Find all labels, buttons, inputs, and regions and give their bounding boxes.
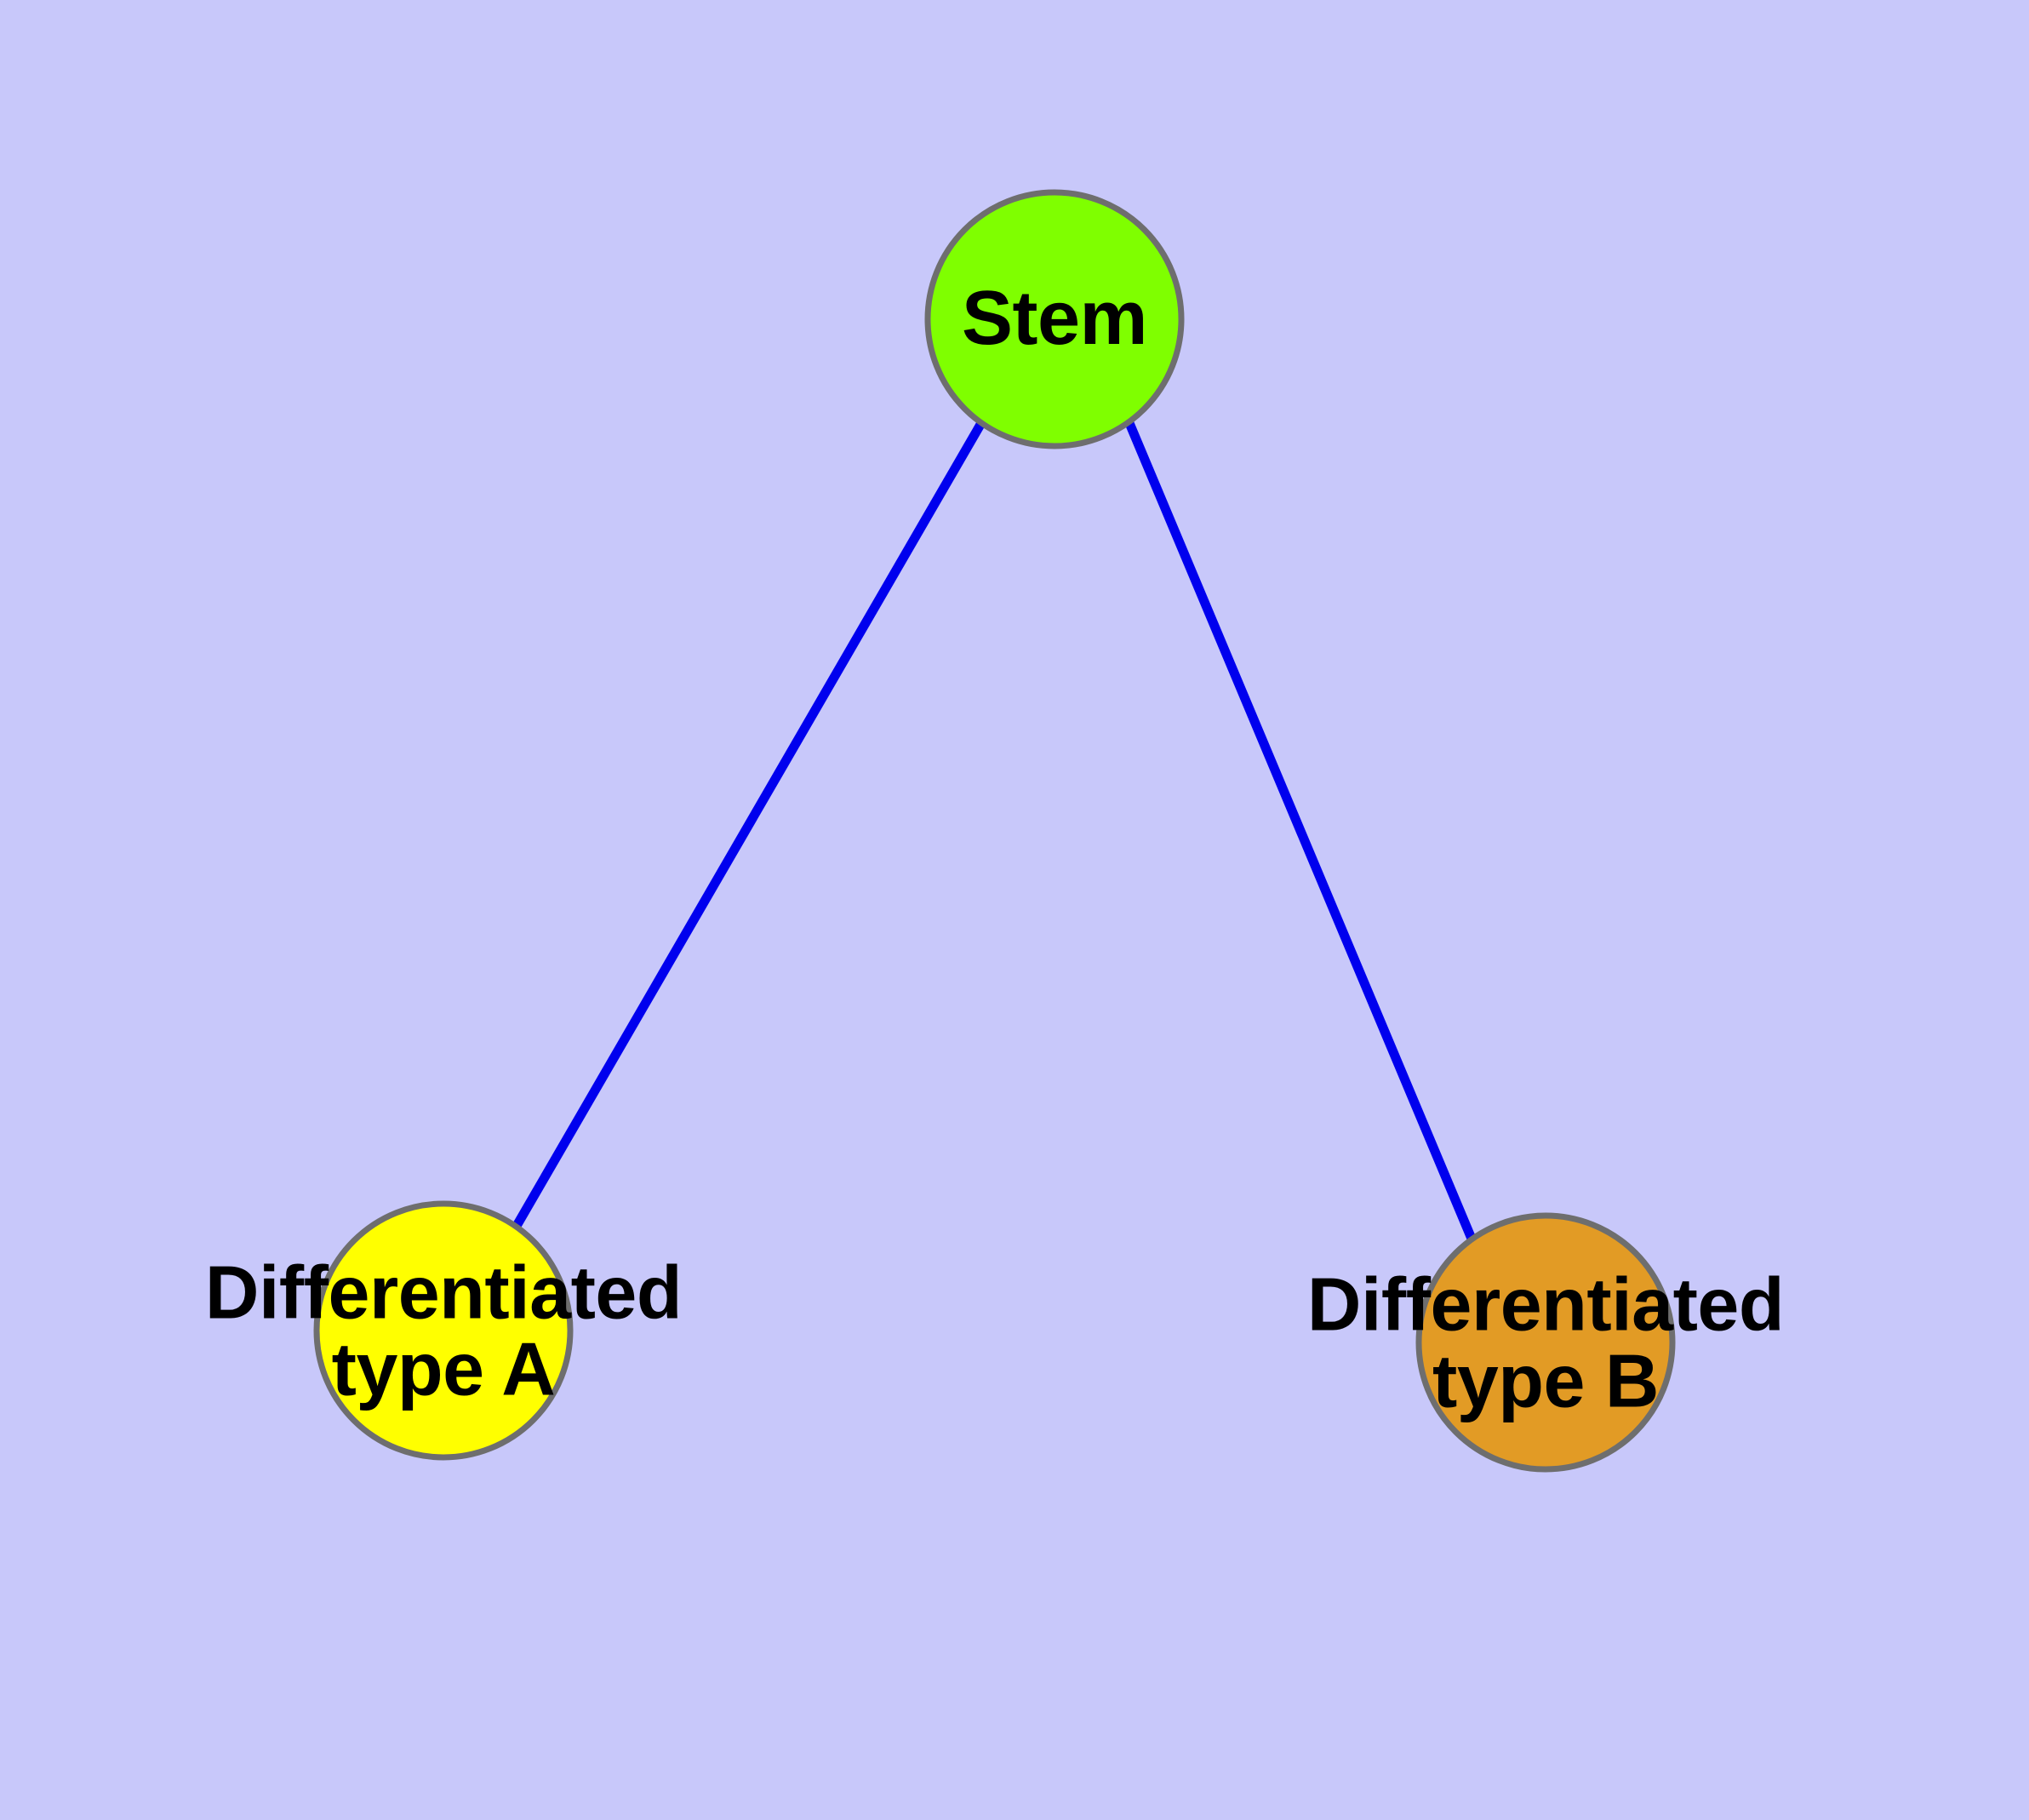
edge-stem-to-diff-b[interactable] — [1124, 421, 1477, 1241]
edge-stem-to-diff-a[interactable] — [512, 421, 986, 1228]
node-stem[interactable] — [924, 189, 1185, 449]
node-diff-a[interactable] — [313, 1200, 574, 1461]
node-layer — [313, 189, 1676, 1473]
node-diff-b[interactable] — [1415, 1212, 1676, 1473]
edge-layer — [512, 421, 1477, 1241]
